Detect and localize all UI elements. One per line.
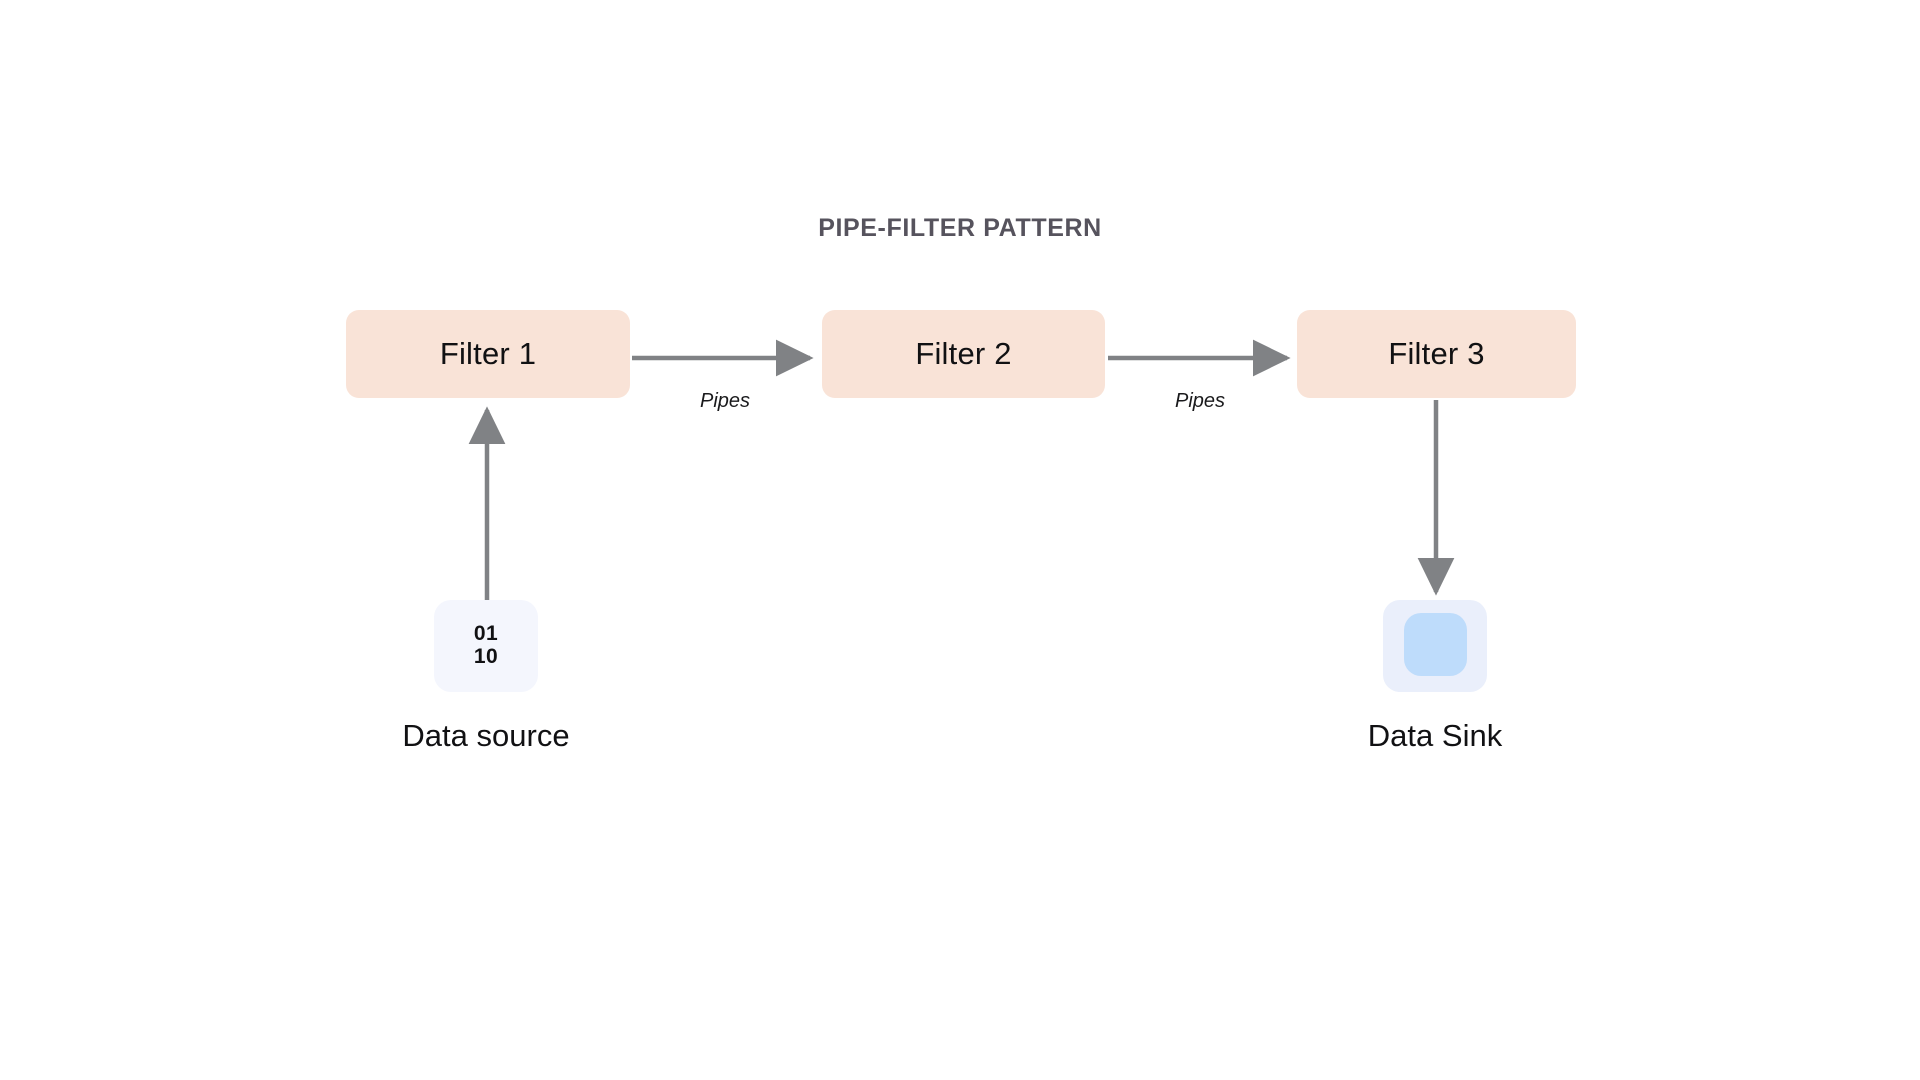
binary-digits: 01 10 <box>434 600 538 692</box>
binary-digits-top: 01 <box>473 622 499 646</box>
filter-label-2: Filter 2 <box>915 336 1012 371</box>
filter-box-1[interactable]: Filter 1 <box>346 310 630 398</box>
data-source-caption: Data source <box>402 718 570 753</box>
data-sink-icon[interactable] <box>1383 600 1487 692</box>
filter-label-3: Filter 3 <box>1388 336 1485 371</box>
pipe-label-2: Pipes <box>1174 390 1226 412</box>
filter-box-3[interactable]: Filter 3 <box>1297 310 1576 398</box>
filter-label-1: Filter 1 <box>439 336 537 371</box>
binary-data-icon[interactable]: 01 10 <box>434 600 538 692</box>
data-sink-caption: Data Sink <box>1367 718 1503 753</box>
pipe-label-1: Pipes <box>699 390 751 412</box>
filter-box-2[interactable]: Filter 2 <box>822 310 1105 398</box>
binary-digits-bottom: 10 <box>473 645 499 668</box>
data-sink-inner-square <box>1404 613 1467 676</box>
page-title: PIPE-FILTER PATTERN <box>818 214 1102 242</box>
